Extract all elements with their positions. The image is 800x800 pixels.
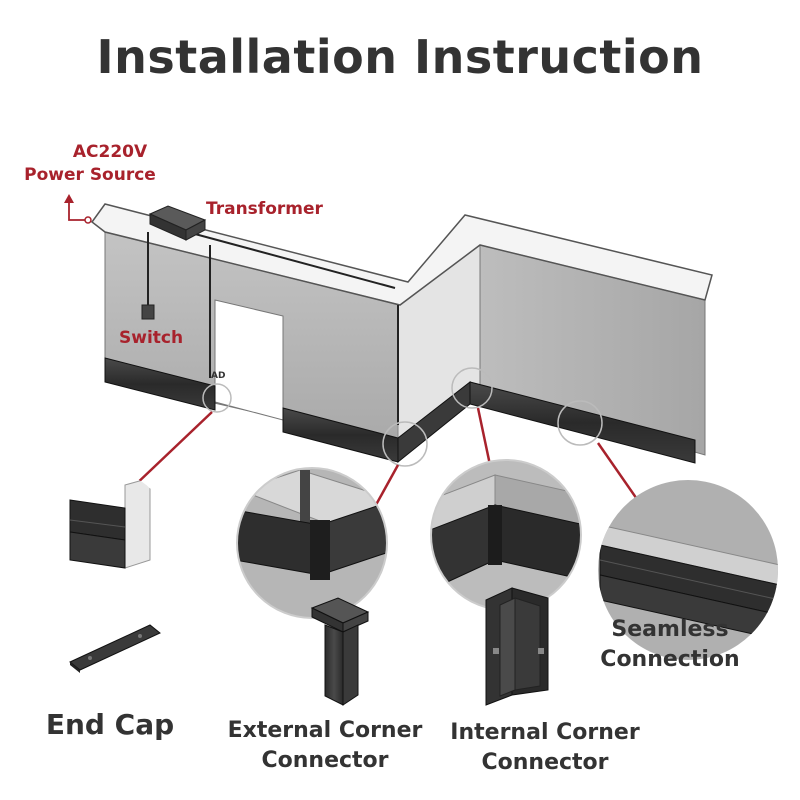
door-marker-label: AD — [211, 371, 226, 381]
switch-wiring — [141, 232, 399, 425]
end-cap-part — [69, 624, 161, 673]
power-source-connector — [64, 194, 92, 224]
transformer-box — [148, 205, 207, 241]
internal-corner-label-line2: Connector — [481, 750, 609, 775]
detail-seamless — [598, 480, 778, 660]
external-corner-label-line1: External Corner — [227, 718, 423, 743]
top-rail — [90, 203, 713, 306]
external-corner-label-line2: Connector — [261, 748, 389, 773]
transformer-label: Transformer — [206, 199, 323, 219]
switch-label: Switch — [119, 328, 184, 348]
seamless-label-line2: Connection — [600, 647, 740, 672]
seamless-label: Seamless Connection — [580, 615, 760, 675]
page-title: Installation Instruction — [96, 30, 704, 84]
detail-external-corner — [237, 468, 387, 618]
detail-markers — [202, 367, 603, 467]
power-source-label-line1: AC220V — [72, 142, 148, 162]
seamless-label-line1: Seamless — [611, 617, 729, 642]
external-corner-label: External Corner Connector — [210, 716, 440, 776]
internal-corner-label: Internal Corner Connector — [432, 718, 658, 778]
door-opening — [214, 299, 284, 421]
detail-internal-corner — [431, 460, 581, 610]
internal-corner-label-line1: Internal Corner — [450, 720, 640, 745]
power-source-label-line2: Power Source — [24, 165, 156, 185]
external-corner-part — [310, 597, 370, 706]
detail-end-cap — [57, 473, 167, 583]
internal-corner-part — [485, 587, 549, 706]
end-cap-label: End Cap — [45, 708, 175, 741]
skirting-boards — [104, 357, 696, 464]
